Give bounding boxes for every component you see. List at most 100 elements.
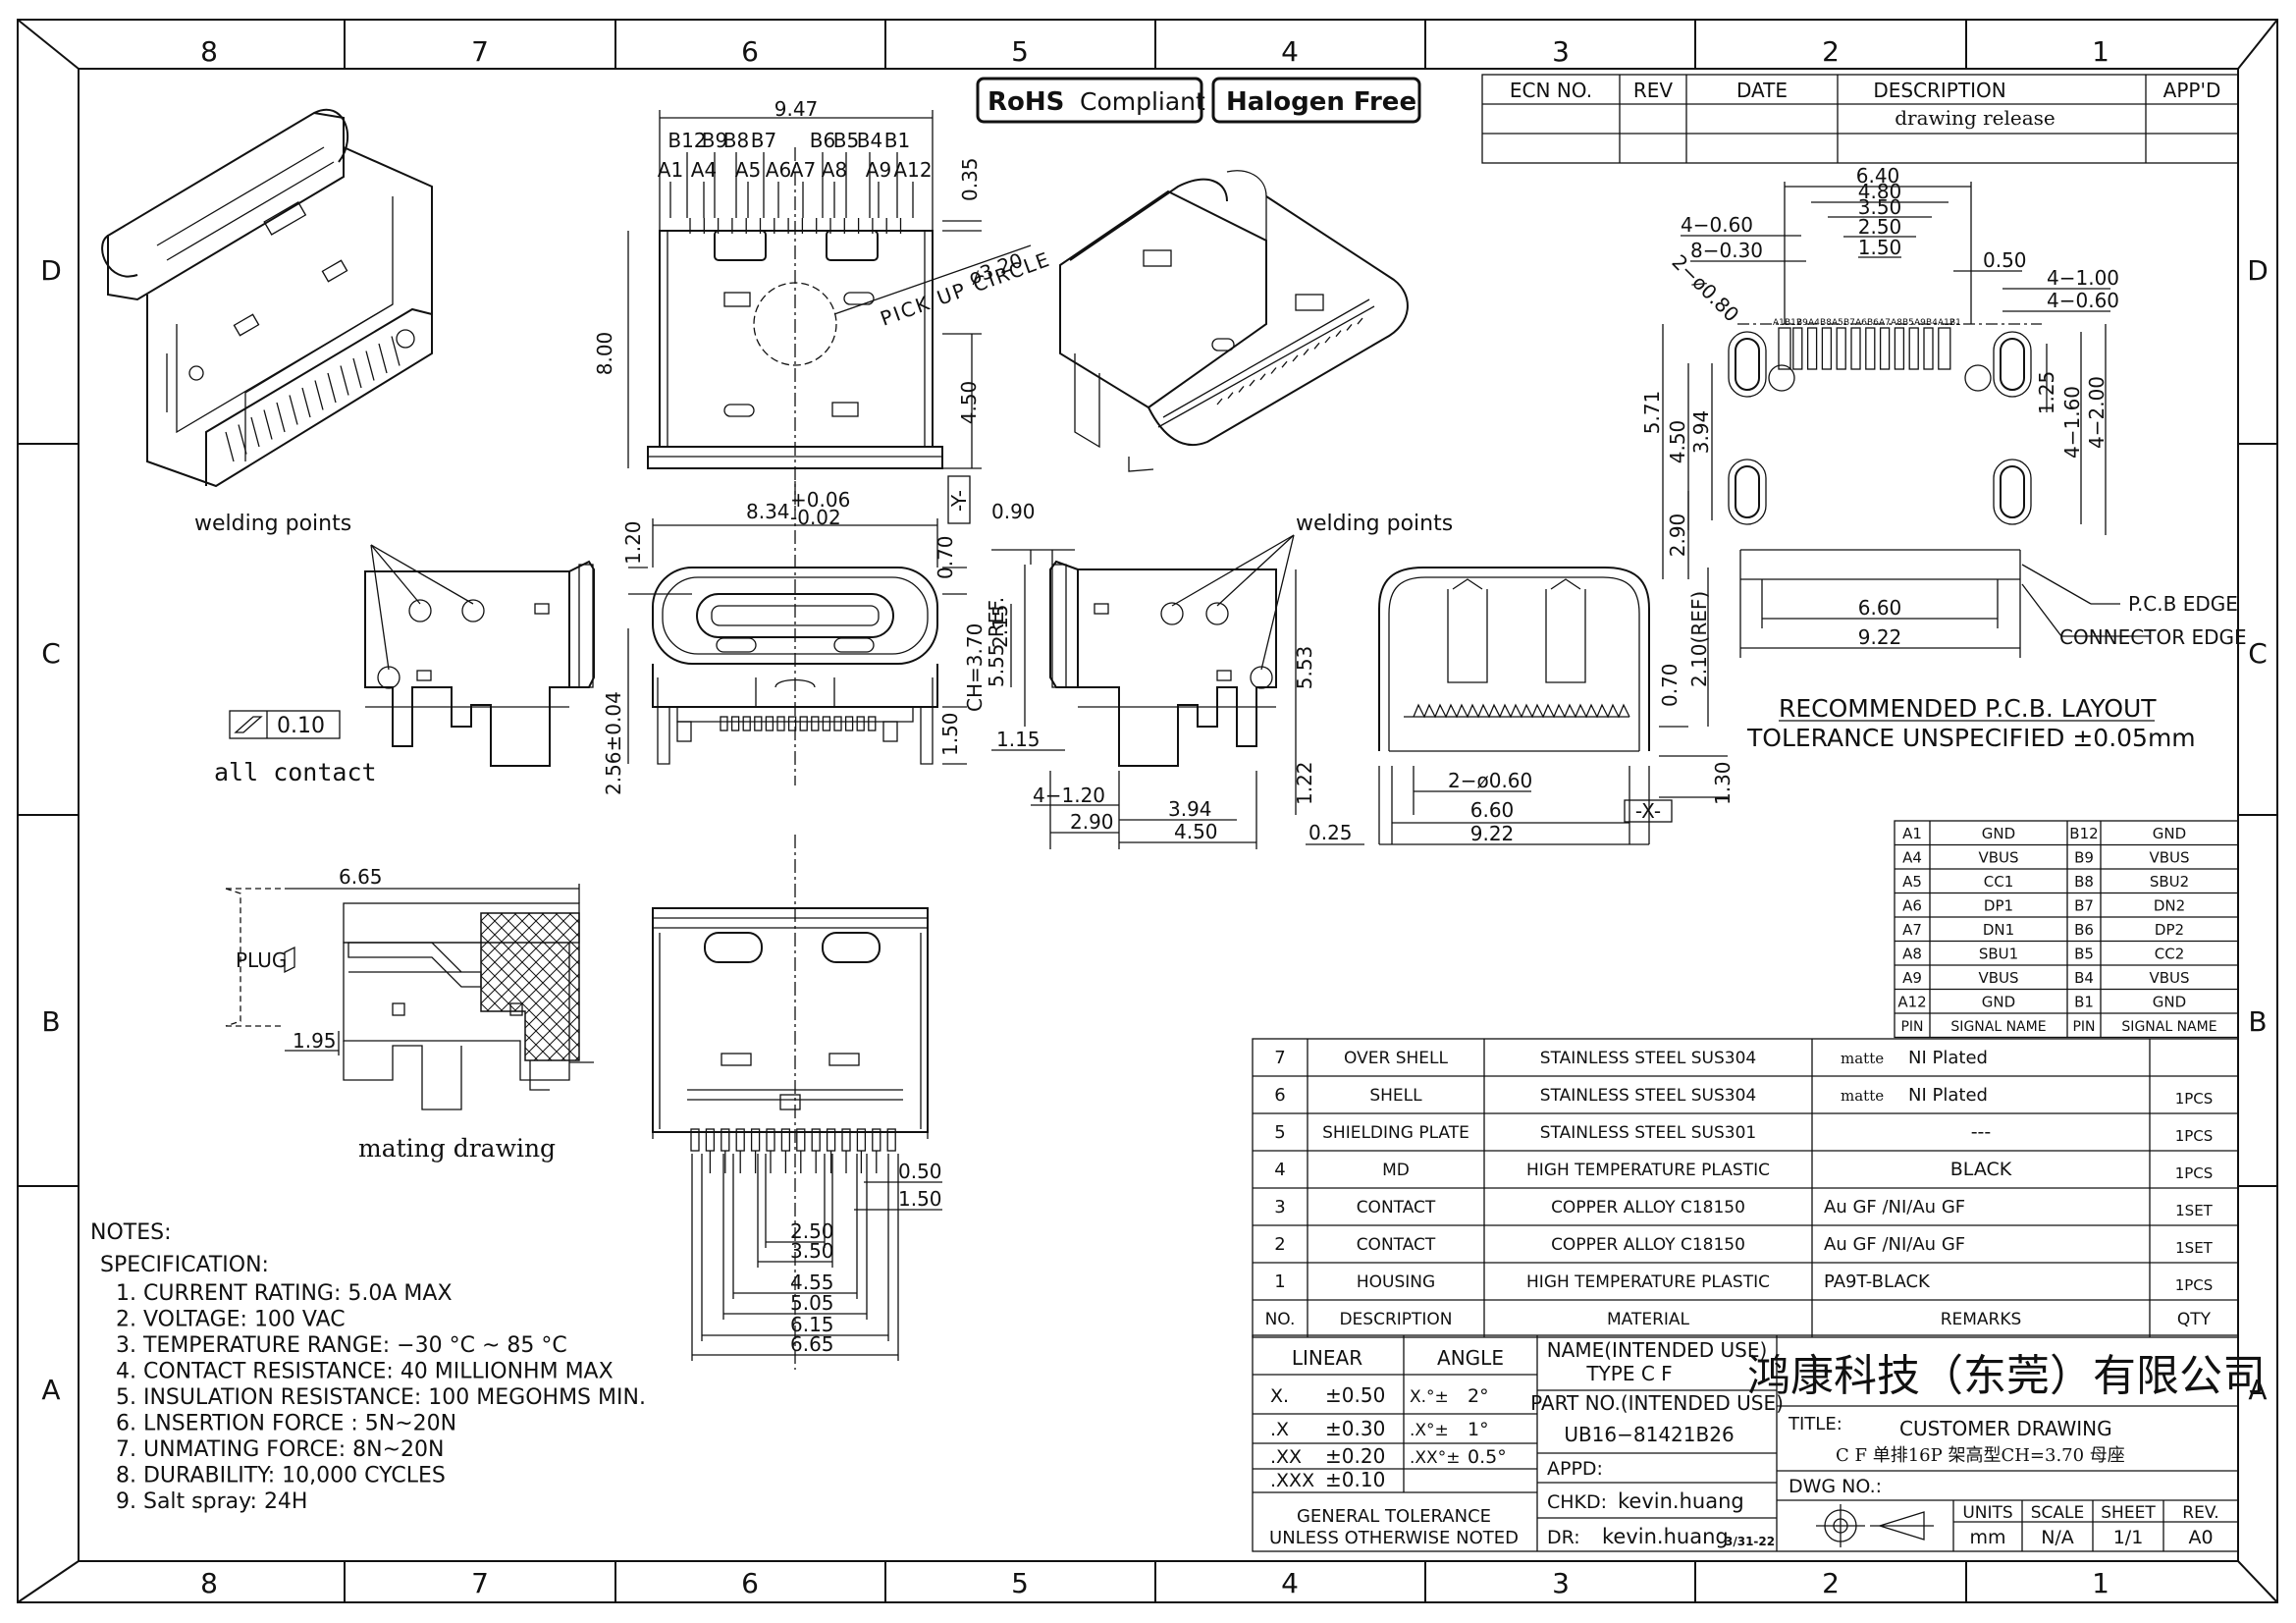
pcb-pad-label: B9 bbox=[1796, 318, 1808, 328]
dim-front-120: 1.20 bbox=[621, 520, 645, 565]
bom-remark: PA9T-BLACK bbox=[1824, 1271, 1931, 1292]
bom-description: SHIELDING PLATE bbox=[1322, 1123, 1469, 1143]
pin-table-cell: CC2 bbox=[2155, 946, 2185, 963]
end-view: 2−ø0.60 6.60 9.22 -X- 0.70 2.10(REF) 1.3… bbox=[1378, 567, 1735, 845]
rev-header-date: DATE bbox=[1736, 79, 1788, 102]
tb-rev-label: REV. bbox=[2182, 1503, 2218, 1523]
dim-front-256: 2.56±0.04 bbox=[602, 691, 625, 795]
bottom-dim-150: 1.50 bbox=[898, 1187, 942, 1211]
rev-header-description: DESCRIPTION bbox=[1873, 79, 2005, 102]
pin-table-cell: CC1 bbox=[1984, 873, 2014, 891]
pin-label-b: B5 bbox=[833, 129, 859, 152]
rev-header-ecn: ECN NO. bbox=[1510, 79, 1592, 102]
row-label-left: D bbox=[40, 254, 62, 287]
pin-table-cell: B9 bbox=[2074, 849, 2094, 867]
tol-angle-kind: .XX°± bbox=[1410, 1448, 1460, 1468]
pcb-dim-480: 4.80 bbox=[1858, 180, 1902, 203]
note-item: 7. UNMATING FORCE: 8N~20N bbox=[116, 1437, 444, 1462]
dim-front-070: 0.70 bbox=[934, 535, 957, 579]
col-label-bottom: 3 bbox=[1552, 1567, 1570, 1599]
pcb-pad-label: A9 bbox=[1914, 318, 1926, 328]
bottom-dim: 3.50 bbox=[790, 1239, 834, 1263]
bottom-dim-050: 0.50 bbox=[898, 1160, 942, 1183]
col-label-top: 5 bbox=[1011, 35, 1029, 68]
bom-material: HIGH TEMPERATURE PLASTIC bbox=[1526, 1272, 1770, 1292]
bottom-view: 2.503.504.555.056.156.650.501.50 bbox=[652, 835, 942, 1370]
pin-table-cell: PIN bbox=[1900, 1019, 1923, 1035]
bom-description: CONTACT bbox=[1357, 1198, 1436, 1217]
bom-remark-prefix: matte bbox=[1841, 1087, 1884, 1105]
dim-right-4-120: 4−1.20 bbox=[1033, 784, 1105, 807]
pcb-dim-150: 1.50 bbox=[1858, 236, 1902, 259]
isometric-view-left bbox=[101, 108, 433, 488]
dim-front-150: 1.50 bbox=[938, 712, 962, 756]
note-item: 1. CURRENT RATING: 5.0A MAX bbox=[116, 1281, 453, 1306]
tb-title-value: CUSTOMER DRAWING bbox=[1899, 1417, 2112, 1440]
pcb-pad-label: A12 bbox=[1938, 318, 1955, 328]
dim-end-130: 1.30 bbox=[1711, 761, 1735, 805]
tol-linear: ±0.10 bbox=[1325, 1468, 1385, 1491]
dim-right-025: 0.25 bbox=[1308, 821, 1353, 844]
col-label-bottom: 1 bbox=[2092, 1567, 2109, 1599]
tol-angle: 0.5° bbox=[1468, 1446, 1507, 1468]
row-label-right: C bbox=[2248, 637, 2268, 670]
pcb-dim-394: 3.94 bbox=[1689, 410, 1713, 455]
pcb-dim-4-060: 4−0.60 bbox=[1681, 213, 1753, 237]
welding-points-left: welding points bbox=[194, 512, 351, 536]
bom-header: DESCRIPTION bbox=[1339, 1310, 1452, 1329]
pin-label-a: A12 bbox=[893, 158, 932, 182]
pcb-pad-label: B8 bbox=[1820, 318, 1832, 328]
front-view: 8.34 +0.06 -0.02 1.20 0.70 2.56±0.04 1.5… bbox=[602, 481, 967, 795]
pin-label-a: A4 bbox=[691, 158, 717, 182]
bom-header: MATERIAL bbox=[1607, 1310, 1690, 1329]
bom-qty: 1PCS bbox=[2175, 1127, 2214, 1145]
pin-table-cell: GND bbox=[2153, 994, 2186, 1011]
dim-right-115: 1.15 bbox=[996, 728, 1041, 751]
col-label-bottom: 5 bbox=[1011, 1567, 1029, 1599]
pcb-pad-label: B6 bbox=[1867, 318, 1879, 328]
tb-dr-date: 3/31-22 bbox=[1725, 1535, 1775, 1548]
row-label-left: B bbox=[41, 1005, 60, 1038]
pin-table-cell: VBUS bbox=[2149, 969, 2189, 987]
bom-material: COPPER ALLOY C18150 bbox=[1551, 1235, 1745, 1255]
bom-description: MD bbox=[1382, 1161, 1410, 1180]
pcb-layout-title: RECOMMENDED P.C.B. LAYOUT bbox=[1779, 694, 2157, 723]
pin-table-cell: B12 bbox=[2069, 825, 2098, 842]
tb-angle-header: ANGLE bbox=[1437, 1346, 1504, 1370]
bom-remark: BLACK bbox=[1950, 1159, 2012, 1180]
tol-angle-kind: X.°± bbox=[1410, 1387, 1449, 1407]
bom-description: HOUSING bbox=[1357, 1272, 1435, 1292]
tb-units: mm bbox=[1969, 1527, 2005, 1548]
tb-dr: DR: bbox=[1547, 1527, 1580, 1548]
tb-scale-label: SCALE bbox=[2031, 1503, 2085, 1523]
row-label-left: A bbox=[41, 1374, 60, 1406]
left-side-view: welding points 0.10 all contact bbox=[194, 512, 595, 786]
dim-right-290: 2.90 bbox=[1070, 810, 1114, 834]
pcb-pad-label: B7 bbox=[1843, 318, 1855, 328]
pcb-dim-250: 2.50 bbox=[1858, 215, 1902, 239]
tol-linear: ±0.50 bbox=[1325, 1383, 1385, 1407]
tol-linear: ±0.20 bbox=[1325, 1444, 1385, 1468]
pin-table-cell: A7 bbox=[1902, 921, 1922, 939]
tb-part-value: UB16−81421B26 bbox=[1564, 1423, 1734, 1446]
pcb-dim-640: 6.40 bbox=[1856, 164, 1900, 188]
tol-angle: 1° bbox=[1468, 1419, 1489, 1440]
tb-title-label: TITLE: bbox=[1788, 1414, 1842, 1434]
pin-label-b: B12 bbox=[667, 129, 706, 152]
bom-qty: 1SET bbox=[2175, 1202, 2214, 1219]
mating-view: 6.65 PLUG 1.95 mating drawing bbox=[225, 865, 594, 1163]
tol-kind: X. bbox=[1270, 1385, 1289, 1407]
pcb-dim-922: 9.22 bbox=[1858, 625, 1902, 649]
pcb-edge-label: P.C.B EDGE bbox=[2128, 592, 2238, 616]
pin-table-cell: B8 bbox=[2074, 873, 2094, 891]
pcb-dim-125: 1.25 bbox=[2035, 371, 2058, 415]
tb-unless-noted: UNLESS OTHERWISE NOTED bbox=[1269, 1528, 1519, 1548]
pin-table-cell: A5 bbox=[1902, 873, 1922, 891]
col-label-bottom: 6 bbox=[741, 1567, 759, 1599]
row-label-right: B bbox=[2248, 1005, 2267, 1038]
bottom-dim: 2.50 bbox=[790, 1219, 834, 1243]
